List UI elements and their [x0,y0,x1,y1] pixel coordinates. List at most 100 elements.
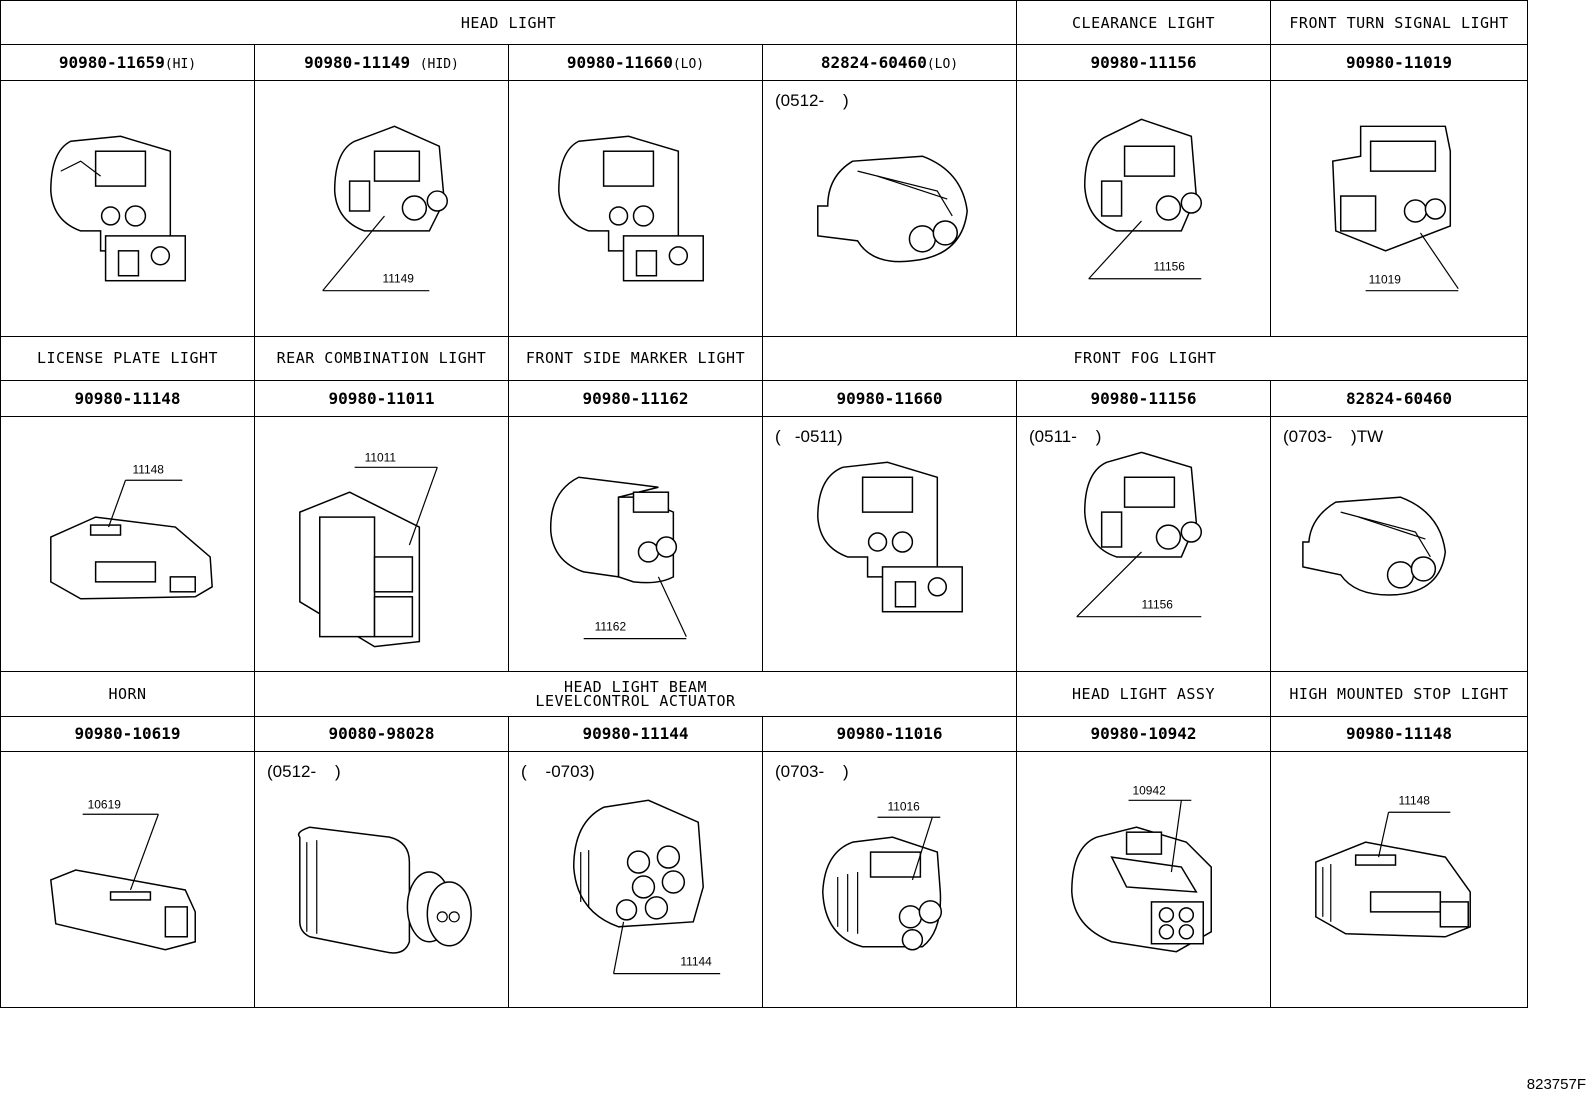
callout-label: 11149 [382,272,414,286]
part-number-cell: 90980-11019 [1270,44,1528,81]
connector-drawing: 11156 [1083,118,1203,280]
connector-drawing [297,826,472,954]
section-clearance-light: CLEARANCE LIGHT [1016,0,1271,46]
part-number: 90980-11144 [582,724,689,744]
section-rear-combination-light: REAR COMBINATION LIGHT [254,335,509,382]
connector-image-cell: 11156 [1016,79,1271,337]
part-number: 82824-60460 [1346,388,1452,408]
callout-label: 11162 [595,619,627,633]
section-license-plate-light: LICENSE PLATE LIGHT [0,335,255,382]
part-number-cell: 90980-11144 [508,715,763,753]
section-beam-level-actuator: HEAD LIGHT BEAM LEVELCONTROL ACTUATOR [254,671,1017,717]
section-beam-level-line2: LEVELCONTROL ACTUATOR [535,692,736,711]
connector-drawing [50,135,187,282]
part-number-cell: 90080-98028 [254,715,509,753]
connector-drawing: 10942 [1071,783,1212,953]
part-number-cell: 90980-10942 [1016,715,1271,753]
connector-image-cell [508,79,763,337]
section-front-turn-signal-light: FRONT TURN SIGNAL LIGHT [1270,0,1528,46]
connector-drawing: 11162 [550,475,687,639]
part-number-cell: 90980-11156 [1016,380,1271,417]
date-note: ( -0703) [521,762,595,782]
part-number: 90980-11016 [836,724,943,744]
part-number: 90980-10619 [74,724,181,744]
connector-image-cell: ( -0703) 11144 [508,751,763,1008]
date-note: (0512- ) [267,762,341,782]
section-beam-level-line1: HEAD LIGHT BEAM [564,678,707,697]
connector-image-cell: 11011 [254,415,509,673]
connector-drawing: 11011 [299,450,438,647]
callout-label: 10942 [1133,783,1167,797]
part-number-cell: 90980-11148 [0,380,255,417]
part-number-cell: 90980-11660 [762,380,1017,417]
connector-drawing: 11149 [322,125,448,292]
callout-label: 11148 [132,462,164,476]
connector-image-cell: 11148 [0,415,255,673]
connector-image-cell: 11148 [1270,751,1528,1008]
date-note: (0511- ) [1029,426,1102,446]
part-number: 90980-11011 [328,388,435,408]
part-suffix: (LO) [926,57,959,73]
part-number: 90980-11149 [304,53,411,73]
connector-image-cell: (0512- ) [762,79,1017,337]
connector-image-cell: 10942 [1016,751,1271,1008]
part-number-cell: 90980-11660(LO) [508,44,763,81]
connector-image-cell: ( -0511) [762,415,1017,673]
part-number: 90980-11660 [566,53,673,73]
part-number-cell: 90980-11659(HI) [0,44,255,81]
part-suffix: (LO) [672,57,705,73]
part-number: 90980-11148 [74,388,181,408]
part-suffix: (HID) [419,57,459,73]
callout-label: 11011 [365,450,397,464]
connector-drawing [817,155,968,263]
callout-label: 10619 [88,797,122,811]
section-head-light-assy: HEAD LIGHT ASSY [1016,671,1271,717]
part-number-cell: 90980-11148 [1270,715,1528,753]
connector-image-cell: 11162 [508,415,763,673]
connector-image-cell [0,79,255,337]
connector-drawing: 10619 [49,797,196,951]
connector-drawing: 11148 [1315,793,1471,938]
section-horn: HORN [0,671,255,717]
section-head-light: HEAD LIGHT [0,0,1017,46]
part-number: 90980-11660 [836,388,943,408]
part-number-cell: 90980-11016 [762,715,1017,753]
section-high-mounted-stop-light: HIGH MOUNTED STOP LIGHT [1270,671,1528,717]
connector-parts-table: HEAD LIGHT CLEARANCE LIGHT FRONT TURN SI… [0,0,1528,1008]
part-number: 90980-11156 [1090,53,1197,73]
part-number-cell: 90980-10619 [0,715,255,753]
connector-drawing: 11016 [822,799,943,951]
connector-image-cell: (0703- ) 11016 [762,751,1017,1008]
part-number-cell: 90980-11011 [254,380,509,417]
connector-image-cell: 11019 [1270,79,1528,337]
connector-drawing [817,461,963,612]
connector-drawing [558,135,704,282]
part-number: 90980-11019 [1346,53,1452,73]
part-number-cell: 82824-60460 [1270,380,1528,417]
connector-drawing: 11144 [572,799,721,975]
connector-image-cell: (0512- ) [254,751,509,1008]
callout-label: 11144 [680,955,712,969]
connector-image-cell: (0511- ) 11156 [1016,415,1271,673]
part-suffix: (HI) [164,57,197,73]
part-number: 90980-11659 [58,53,165,73]
part-number: 90980-11162 [582,388,689,408]
part-number-cell: 90980-11149 (HID) [254,44,509,81]
part-number: 90080-98028 [328,724,435,744]
part-number-cell: 82824-60460(LO) [762,44,1017,81]
callout-label: 11016 [888,799,921,813]
figure-id: 823757F [1526,1076,1586,1093]
date-note: (0703- )TW [1283,426,1384,446]
connector-drawing [1302,495,1447,596]
callout-label: 11156 [1142,597,1174,611]
section-front-fog-light: FRONT FOG LIGHT [762,335,1528,382]
connector-image-cell: (0703- )TW [1270,415,1528,673]
callout-label: 11156 [1153,260,1185,274]
date-note: (0703- ) [775,762,849,782]
part-number: 82824-60460 [820,53,927,73]
date-note: ( -0511) [775,426,843,446]
connector-image-cell: 11149 [254,79,509,337]
date-note: (0512- ) [775,90,849,110]
part-number: 90980-11148 [1346,724,1452,744]
part-number-cell: 90980-11162 [508,380,763,417]
